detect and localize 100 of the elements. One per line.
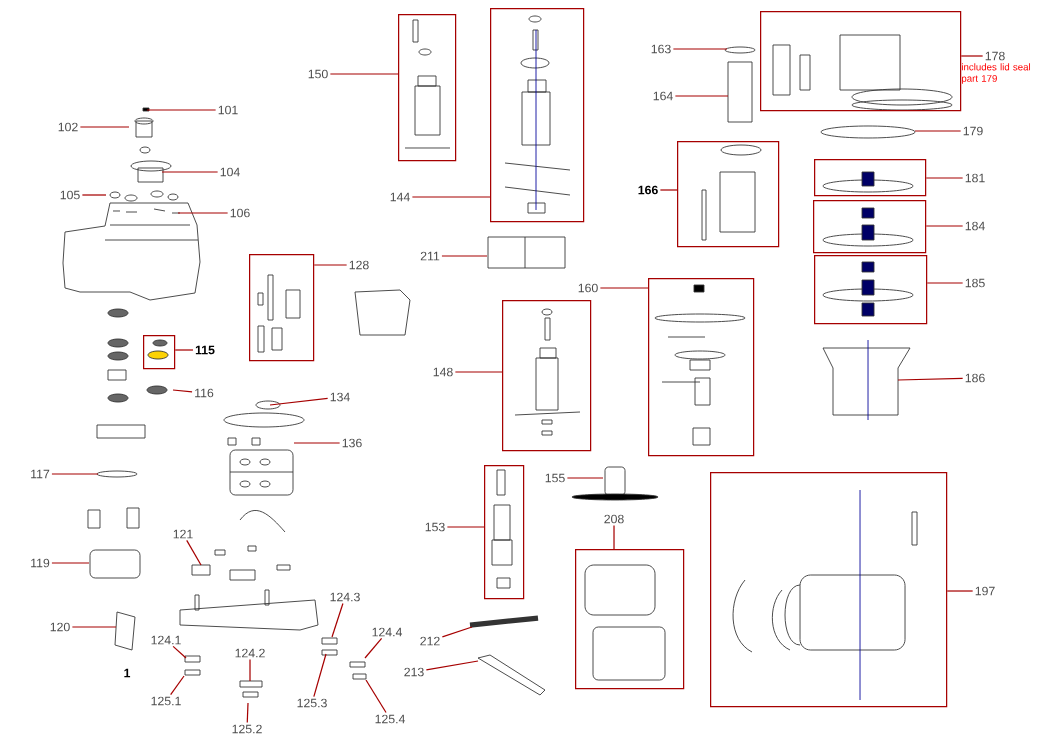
callout-number: 164 [653, 91, 673, 101]
callout-number: 178 [985, 51, 1005, 61]
callout-number: 144 [390, 192, 410, 202]
callout-number: 153 [425, 522, 445, 532]
leader-line [364, 637, 383, 659]
leader-line [313, 264, 348, 266]
leader-line [81, 194, 107, 196]
leader-line [71, 626, 117, 628]
callout-number: 213 [404, 667, 424, 677]
callout-number: 125.2 [232, 724, 262, 734]
callout-number: 125.1 [151, 696, 181, 706]
leader-line [411, 196, 491, 198]
callout-number: 166 [638, 185, 658, 195]
leader-line [446, 526, 485, 528]
leader-line [172, 389, 193, 393]
group-box [814, 159, 927, 197]
callout-number: 148 [433, 367, 453, 377]
leader-line [331, 602, 344, 638]
callout-number: 155 [545, 473, 565, 483]
callout-number: 104 [220, 167, 240, 177]
callout-number: 134 [330, 392, 350, 402]
leader-line [79, 126, 130, 128]
leader-line [186, 539, 202, 566]
leader-line [329, 73, 399, 75]
callout-number: 117 [31, 469, 50, 479]
leader-line [313, 653, 327, 698]
group-box [814, 255, 928, 325]
leader-line [146, 109, 217, 111]
callout-number: 101 [218, 105, 238, 115]
callout-number: 106 [230, 208, 250, 218]
leader-line [269, 397, 329, 406]
leader-line [177, 212, 229, 214]
group-box [648, 278, 755, 457]
callout-number: 120 [50, 622, 70, 632]
callout-number: 124.1 [151, 635, 181, 645]
leader-line [172, 645, 187, 659]
leader-line [365, 679, 387, 714]
group-box [484, 465, 525, 600]
callout-number: 208 [604, 514, 624, 524]
leader-line [566, 477, 604, 479]
leader-line [914, 130, 962, 132]
leader-line [246, 702, 249, 724]
leader-line [170, 675, 185, 696]
group-box [575, 549, 685, 690]
leader-line [960, 55, 984, 57]
callout-number: 181 [965, 173, 985, 183]
leader-line [441, 255, 488, 257]
callout-number: 179 [963, 126, 983, 136]
group-box [490, 8, 585, 223]
callout-number: 128 [349, 260, 369, 270]
callout-number: 150 [308, 69, 328, 79]
callout-number: 115 [195, 345, 215, 355]
leader-line [293, 442, 341, 444]
group-box [710, 472, 948, 708]
callout-number: 212 [420, 636, 440, 646]
group-box [502, 300, 592, 452]
group-box [760, 11, 962, 112]
callout-number: 160 [578, 283, 598, 293]
callout-number: 211 [420, 251, 440, 261]
leader-line [441, 626, 473, 638]
part-number: 1 [124, 668, 131, 678]
callout-number: 105 [60, 190, 80, 200]
callout-number: 125.3 [297, 698, 327, 708]
leader-line [613, 524, 615, 550]
callout-number: 163 [651, 44, 671, 54]
leader-line [51, 562, 90, 564]
leader-line [425, 660, 479, 671]
leader-line [599, 287, 649, 289]
callout-number: 125.4 [375, 714, 406, 724]
leader-line [672, 48, 728, 50]
group-box [677, 141, 780, 248]
group-box [813, 200, 927, 254]
callout-number: 124.2 [235, 648, 265, 658]
callout-number: 197 [975, 586, 995, 596]
leader-line [926, 282, 964, 284]
leader-line [174, 349, 194, 351]
group-box [249, 254, 315, 362]
leader-line [659, 189, 678, 191]
leader-line [454, 371, 503, 373]
leader-line [51, 473, 99, 475]
callout-number: 102 [58, 122, 78, 132]
group-box [143, 335, 176, 370]
callout-number: 121 [173, 529, 193, 539]
callout-number: 185 [965, 278, 985, 288]
leader-line [925, 177, 964, 179]
note-text: includes lid seal part 179 [962, 63, 1030, 84]
callout-number: 116 [195, 388, 214, 398]
callout-number: 184 [965, 221, 985, 231]
leader-line [161, 171, 219, 173]
callout-number: 124.4 [372, 627, 403, 637]
callout-number: 136 [342, 438, 362, 448]
leader-line [897, 377, 964, 381]
leader-line [946, 590, 974, 592]
callout-number: 186 [965, 373, 985, 383]
callout-number: 124.3 [330, 592, 360, 602]
leader-line [249, 658, 251, 682]
leader-line [674, 95, 729, 97]
leader-line [925, 225, 964, 227]
group-box [398, 14, 457, 162]
callout-number: 119 [31, 558, 50, 568]
